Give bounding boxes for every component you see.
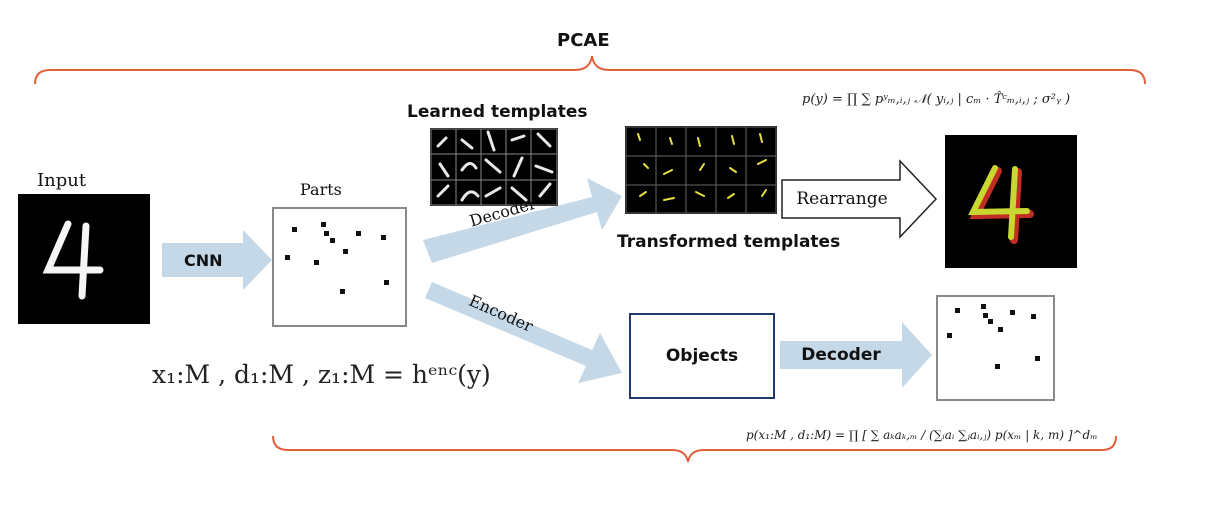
cnn-arrow: [162, 230, 272, 290]
decoder-upper-arrow: [423, 178, 622, 263]
rearrange-arrow: [781, 159, 938, 239]
reconstructed-parts-box: [936, 295, 1055, 401]
cnn-label: CNN: [184, 251, 223, 270]
learned-templates-label: Learned templates: [407, 102, 588, 122]
pcae-title: PCAE: [557, 30, 610, 51]
input-label: Input: [37, 170, 87, 191]
encoder-arrow: [425, 282, 622, 383]
top-formula: p(y) = ∏ ∑ pʸₘ,ᵢ,ⱼ 𝒩( yᵢ,ⱼ | cₘ · T̂ᶜₘ,ᵢ…: [802, 92, 1071, 107]
parts-dots: [285, 222, 389, 294]
bottom-brace: [272, 435, 1117, 463]
reconstructed-parts-dots: [947, 304, 1040, 369]
parts-label: Parts: [300, 180, 342, 199]
objects-box: [629, 313, 775, 399]
learned-templates-cells: [430, 128, 558, 206]
transformed-templates-cells: [625, 126, 777, 214]
input-digit-glyph: [42, 220, 104, 300]
transformed-templates-strokes: [637, 133, 767, 201]
decoder-lower-arrow: [780, 322, 932, 388]
bottom-formula: p(x₁:M , d₁:M) = ∏ [ ∑ aₖaₖ,ₘ / (∑ᵢaᵢ ∑ⱼ…: [746, 428, 1098, 442]
learned-templates-strokes: [436, 130, 554, 202]
top-brace: [34, 55, 1146, 85]
objects-label: Objects: [665, 346, 739, 366]
decoder-lower-label: Decoder: [801, 345, 881, 365]
transformed-templates-label: Transformed templates: [617, 232, 841, 252]
rearrange-label: Rearrange: [796, 189, 888, 209]
output-digit-glyph-green: [968, 165, 1030, 240]
encoder-formula: x₁:M , d₁:M , z₁:M = hᵉⁿᶜ(y): [152, 360, 491, 389]
parts-box: [272, 207, 407, 327]
